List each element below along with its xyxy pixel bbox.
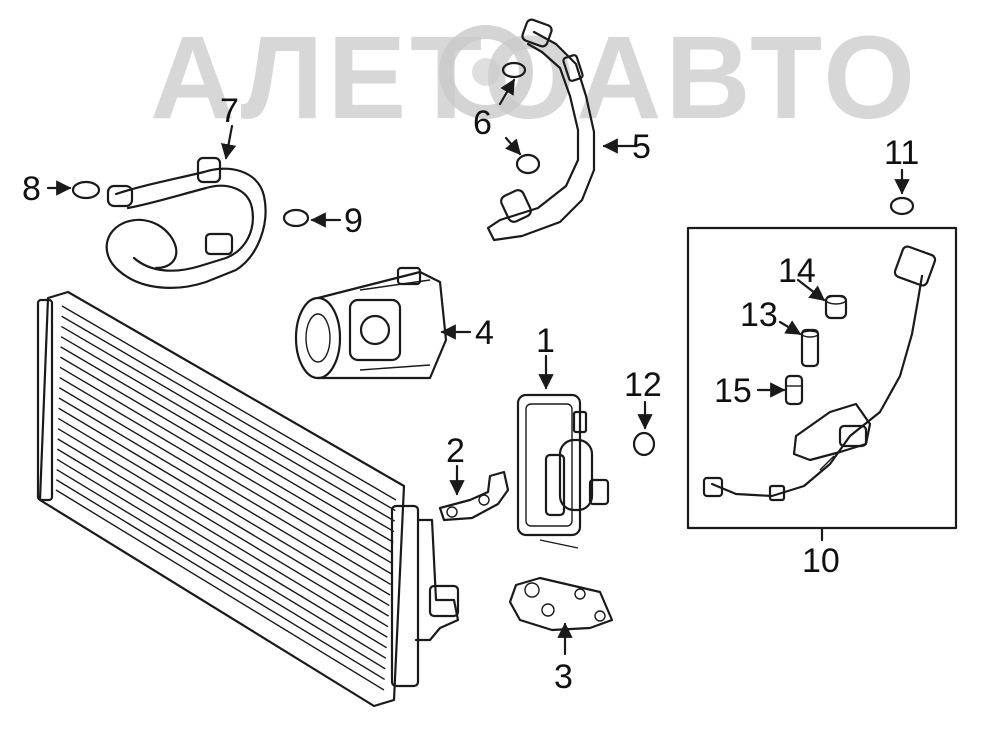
callout-11: 11 — [884, 134, 919, 172]
condenser-fin — [57, 428, 389, 628]
condenser-fin — [61, 315, 396, 512]
condenser-fin — [55, 479, 386, 681]
callout-8: 8 — [22, 170, 41, 208]
mounting-plate-part-3 — [508, 576, 614, 632]
condenser-fin — [56, 468, 386, 670]
refrigerant-line-part-5 — [486, 18, 596, 242]
condenser-fin — [56, 458, 387, 659]
pressure-sensor-harness — [702, 245, 937, 502]
receiver-drier — [516, 393, 610, 549]
condenser-fin — [58, 397, 391, 596]
condenser-fin — [56, 448, 388, 649]
callout-9: 9 — [344, 202, 363, 240]
seal-part-11 — [889, 196, 915, 216]
callout-4: 4 — [475, 314, 494, 352]
switch-part-15 — [784, 374, 804, 406]
callout-7: 7 — [220, 92, 239, 130]
leader-arrows — [46, 78, 910, 656]
callout-labels: 1 2 3 4 5 6 7 8 9 10 11 12 13 14 15 — [22, 92, 919, 696]
condenser-fin — [59, 356, 394, 554]
watermark-logo: АЛЕТОАВТО — [150, 12, 915, 144]
o-ring-part-8 — [71, 180, 101, 200]
condenser-fin — [60, 325, 396, 522]
callout-2: 2 — [446, 432, 465, 470]
condenser-fin — [59, 376, 392, 575]
condenser-fin — [58, 387, 392, 586]
condenser-fin — [57, 417, 390, 617]
callout-13: 13 — [740, 296, 778, 334]
callout-1: 1 — [536, 322, 555, 360]
o-rings-part-6 — [501, 61, 541, 175]
condenser-fin — [60, 336, 395, 533]
condenser-fin — [57, 438, 388, 638]
callout-12: 12 — [624, 366, 662, 404]
ac-compressor — [294, 266, 448, 380]
condenser-fin — [60, 346, 394, 543]
seal-part-12 — [632, 431, 656, 457]
condenser-fin — [58, 407, 390, 607]
bracket-part-2 — [438, 470, 510, 522]
callout-10: 10 — [802, 542, 840, 580]
o-ring-part-9 — [282, 208, 310, 228]
callout-15: 15 — [714, 372, 752, 410]
condenser — [36, 290, 460, 708]
callout-3: 3 — [554, 658, 573, 696]
callout-5: 5 — [632, 128, 651, 166]
gear-icon — [439, 25, 533, 119]
callout-6: 6 — [473, 104, 492, 142]
callout-14: 14 — [778, 252, 816, 290]
valve-core-part-13 — [800, 328, 820, 368]
sensor-part-14 — [824, 294, 848, 320]
condenser-fin — [59, 366, 393, 564]
hose-part-7 — [105, 156, 267, 289]
